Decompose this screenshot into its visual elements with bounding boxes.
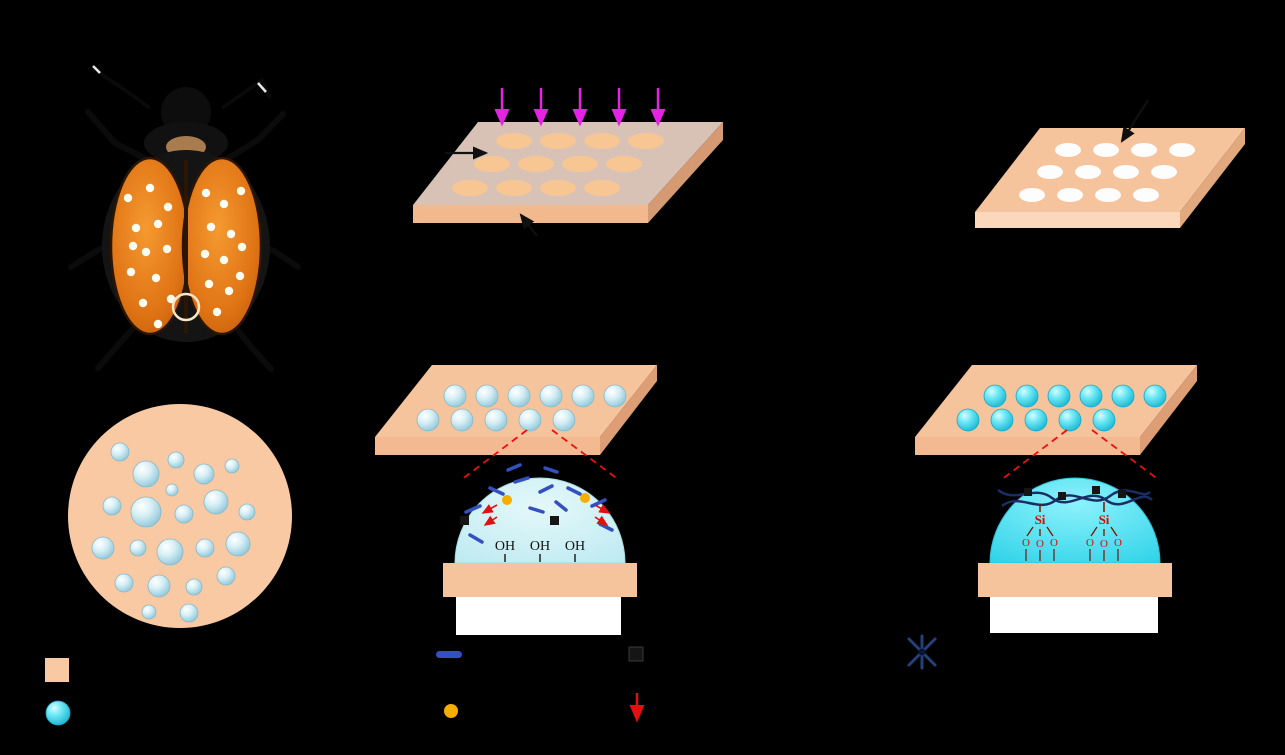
oxygen-label: O [1022, 537, 1030, 549]
substrate-swatch [45, 658, 69, 682]
si-o-bonds [1026, 526, 1118, 537]
droplet-cross-section-cured [989, 477, 1161, 564]
patterned-plate-uv [413, 88, 723, 237]
zoom-guide-lines [1000, 429, 1160, 481]
plate-side-face [1140, 365, 1197, 455]
magnifier-circle-marker [171, 292, 201, 322]
uv-light-arrows [494, 88, 666, 127]
hydroxyl-label: OH [565, 539, 585, 554]
plate-front-face [975, 212, 1180, 228]
beetle-white-spots [123, 183, 247, 329]
oxygen-label: O [1036, 538, 1044, 550]
crosslink-point-square [628, 646, 644, 662]
crosslink-point [550, 516, 559, 525]
chain-to-si-bonds [1039, 502, 1105, 512]
beetle-elytron-right [181, 156, 263, 336]
hydroxyl-surface-bonds [504, 554, 576, 562]
plate-front-face [915, 437, 1140, 455]
photoinitiator-dot [444, 704, 458, 718]
crosslinker-star [907, 634, 937, 670]
oxygen-label: O [1086, 537, 1094, 549]
beetle-illustration [68, 65, 301, 372]
crosslink-point [1058, 492, 1066, 500]
oxygen-label: O [1114, 537, 1122, 549]
hydroxyl-label: OH [530, 539, 550, 554]
radical-arrows-left [481, 504, 498, 526]
plate-droplet-array [956, 384, 1167, 432]
plate-side-face [1180, 128, 1245, 228]
silicon-label: Si [1099, 512, 1110, 527]
plate-side-face [600, 365, 657, 455]
oxygen-label: O [1100, 538, 1108, 550]
coated-plate-before-cure: OH OH OH [375, 365, 657, 635]
callout-arrow-plate-edge [519, 213, 538, 237]
coated-plate-after-cure: Si Si O O O O O O [915, 365, 1197, 633]
oligomer-dash [436, 651, 462, 658]
substrate-block [443, 563, 637, 597]
white-spot-plate [975, 99, 1245, 228]
plate-side-face [648, 122, 723, 223]
hydroxyl-label: OH [495, 539, 515, 554]
o-surface-bonds [1025, 549, 1119, 561]
substrate-block [978, 563, 1172, 597]
plate-front-face [375, 437, 600, 455]
base-block [990, 597, 1158, 633]
antenna-right [221, 77, 272, 110]
beetle-back-zoom-circle [68, 404, 292, 628]
condensed-droplets [91, 442, 256, 623]
antenna-tip-highlight-right [257, 82, 267, 93]
base-block [456, 597, 621, 635]
silicon-label: Si [1035, 512, 1046, 527]
beetle-leg-front-right [219, 111, 286, 165]
antenna-left [94, 66, 152, 110]
crosslink-point [460, 516, 469, 525]
white-spot-array [1019, 143, 1195, 202]
orange-spot-array [452, 133, 664, 196]
callout-arrow-white-spot [1120, 99, 1149, 143]
crosslink-point [1024, 488, 1032, 496]
photoinitiator [502, 495, 512, 505]
photoinitiator [580, 493, 590, 503]
water-droplet-swatch [45, 700, 71, 726]
crosslink-point [1092, 486, 1100, 494]
oligomer-molecules [464, 463, 614, 544]
zoom-guide-lines [460, 429, 620, 481]
oxygen-label: O [1050, 537, 1058, 549]
crosslink-point [1118, 490, 1126, 498]
antenna-tip-highlight-left [92, 65, 101, 74]
plate-front-face [413, 205, 648, 223]
radical-arrows-right [594, 504, 611, 526]
legend [45, 634, 937, 726]
beetle-leg-front-left [85, 109, 155, 165]
plate-droplet-array [416, 384, 627, 432]
